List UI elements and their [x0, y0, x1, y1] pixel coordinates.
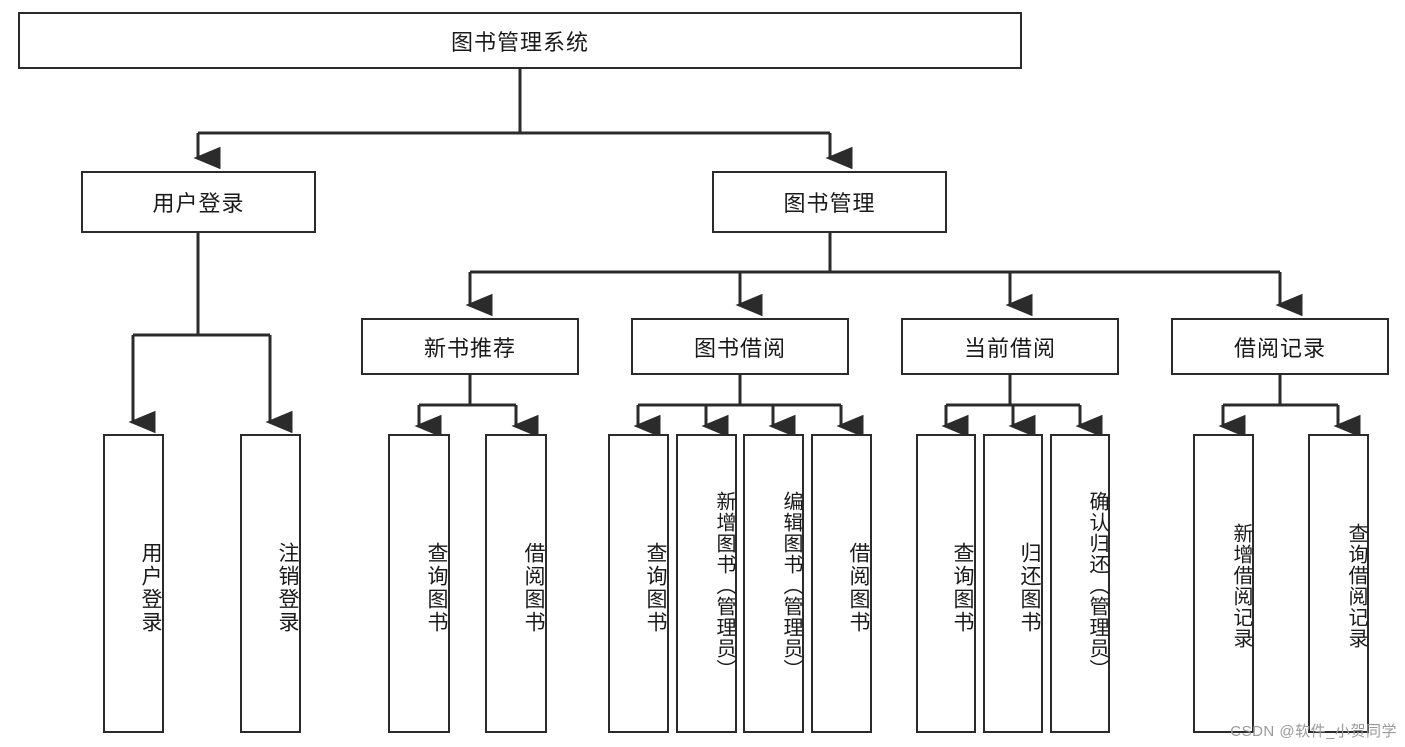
node-label: 图书管理系统	[450, 29, 589, 55]
leaf-query-borrow-record[interactable]: 查询借阅记录	[1308, 434, 1369, 733]
node-label: 当前借阅	[963, 335, 1056, 361]
node-label: 注销登录	[276, 541, 299, 634]
node-new-book-recommend[interactable]: 新书推荐	[361, 318, 579, 375]
leaf-borrow-book[interactable]: 借阅图书	[811, 434, 872, 733]
node-label: 新增图书（管理员）	[713, 491, 735, 680]
leaf-add-book-admin[interactable]: 新增图书（管理员）	[676, 434, 737, 733]
leaf-query-book-current[interactable]: 查询图书	[916, 434, 976, 733]
node-label: 借阅图书	[847, 541, 870, 634]
node-label: 查询图书	[951, 541, 974, 634]
node-label: 借阅图书	[522, 541, 545, 634]
node-user-login[interactable]: 用户登录	[81, 171, 316, 233]
leaf-borrow-book-newbook[interactable]: 借阅图书	[485, 434, 547, 733]
node-label: 用户登录	[139, 541, 162, 634]
node-label: 归还图书	[1018, 541, 1041, 634]
node-label: 查询图书	[644, 541, 667, 634]
leaf-query-book-borrow[interactable]: 查询图书	[608, 434, 669, 733]
node-label: 用户登录	[152, 191, 245, 216]
node-label: 查询借阅记录	[1345, 522, 1367, 649]
node-label: 确认归还（管理员）	[1086, 491, 1108, 680]
node-label: 图书借阅	[693, 335, 786, 361]
leaf-logout[interactable]: 注销登录	[240, 434, 301, 733]
node-borrow-record[interactable]: 借阅记录	[1171, 318, 1389, 375]
leaf-return-book[interactable]: 归还图书	[983, 434, 1043, 733]
node-root-system[interactable]: 图书管理系统	[18, 12, 1022, 69]
node-label: 借阅记录	[1233, 335, 1326, 361]
node-book-management[interactable]: 图书管理	[712, 171, 947, 233]
node-label: 新增借阅记录	[1230, 522, 1252, 649]
node-label: 查询图书	[425, 541, 448, 634]
node-label: 编辑图书（管理员）	[780, 491, 802, 680]
node-label: 图书管理	[783, 191, 876, 216]
leaf-query-book-newbook[interactable]: 查询图书	[388, 434, 450, 733]
leaf-user-login[interactable]: 用户登录	[103, 434, 164, 733]
node-label: 新书推荐	[423, 335, 516, 361]
watermark-text: CSDN @软件_小贺同学	[1230, 723, 1397, 740]
node-current-borrow[interactable]: 当前借阅	[901, 318, 1119, 375]
leaf-add-borrow-record[interactable]: 新增借阅记录	[1193, 434, 1254, 733]
leaf-confirm-return-admin[interactable]: 确认归还（管理员）	[1050, 434, 1110, 733]
node-book-borrow[interactable]: 图书借阅	[631, 318, 849, 375]
leaf-edit-book-admin[interactable]: 编辑图书（管理员）	[743, 434, 804, 733]
